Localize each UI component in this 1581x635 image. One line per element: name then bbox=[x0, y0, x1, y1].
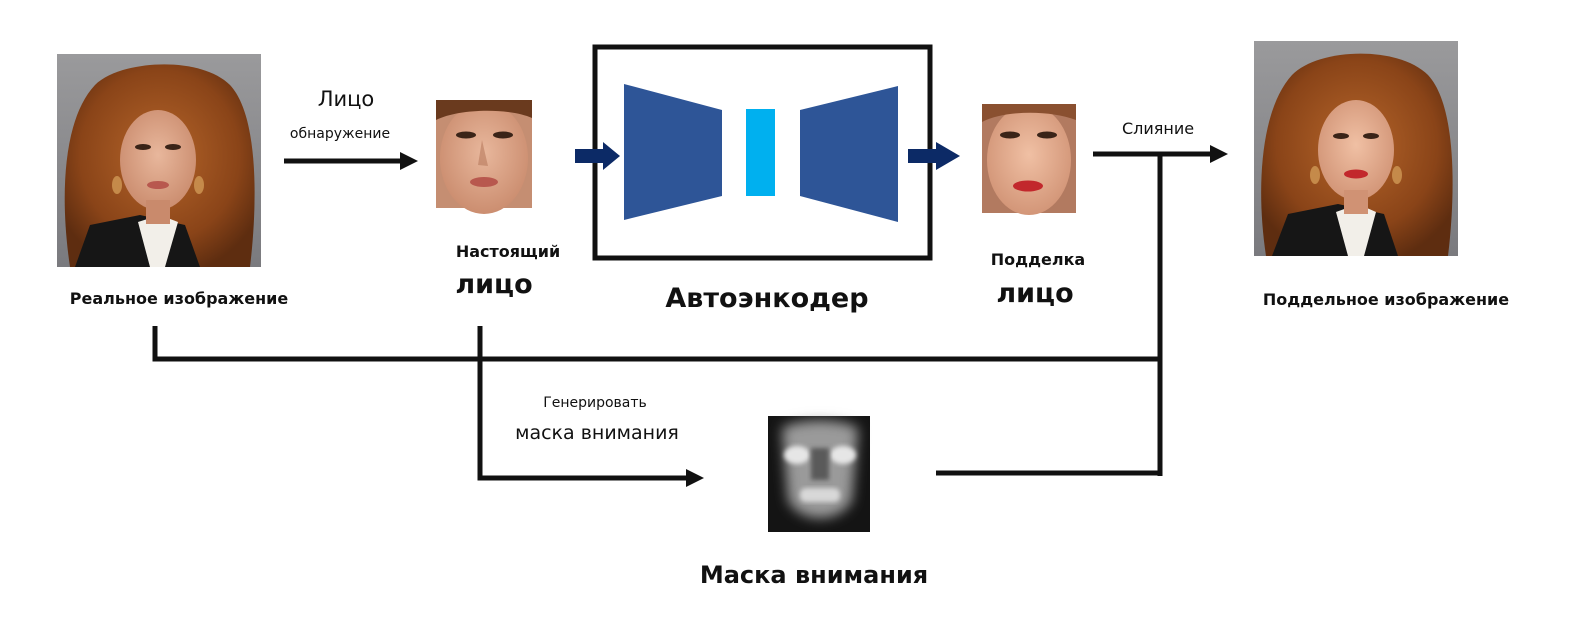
generate-label-line1: Генерировать bbox=[543, 395, 647, 411]
autoencoder-label: Автоэнкодер bbox=[665, 283, 869, 314]
real-image-photo bbox=[57, 54, 261, 267]
face-detection-arrowhead bbox=[400, 152, 418, 170]
fake-image-photo bbox=[1254, 41, 1458, 257]
attention-mask-label: Маска внимания bbox=[699, 561, 929, 589]
input-arrow bbox=[575, 142, 620, 170]
encoder-shape bbox=[624, 84, 722, 220]
face-detection-label-line2: обнаружение bbox=[289, 126, 391, 142]
fake-face-crop bbox=[982, 104, 1076, 215]
attention-mask-image bbox=[768, 416, 870, 532]
decoder-shape bbox=[800, 86, 898, 222]
real-face-label-line1: Настоящий bbox=[455, 242, 561, 261]
real-face-crop bbox=[436, 100, 532, 214]
face-detection-label-line1: Лицо bbox=[317, 87, 375, 111]
real-image-label: Реальное изображение bbox=[69, 289, 289, 308]
bottleneck-shape bbox=[746, 109, 775, 196]
output-arrow bbox=[908, 142, 960, 170]
autoencoder-block bbox=[592, 44, 933, 261]
fake-face-label-line1: Подделка bbox=[990, 250, 1086, 269]
fake-image-label: Поддельное изображение bbox=[1262, 290, 1510, 309]
real-image-bus-line bbox=[152, 326, 1160, 362]
real-face-label-line2: лицо bbox=[455, 269, 533, 300]
blend-arrowhead bbox=[1210, 145, 1228, 163]
blending-label: Слияние bbox=[1121, 119, 1195, 138]
fake-face-label-line2: лицо bbox=[996, 278, 1074, 309]
generate-label-line2: маска внимания bbox=[515, 422, 679, 444]
mask-generation-line bbox=[477, 326, 690, 481]
mask-generation-arrowhead bbox=[686, 469, 704, 487]
